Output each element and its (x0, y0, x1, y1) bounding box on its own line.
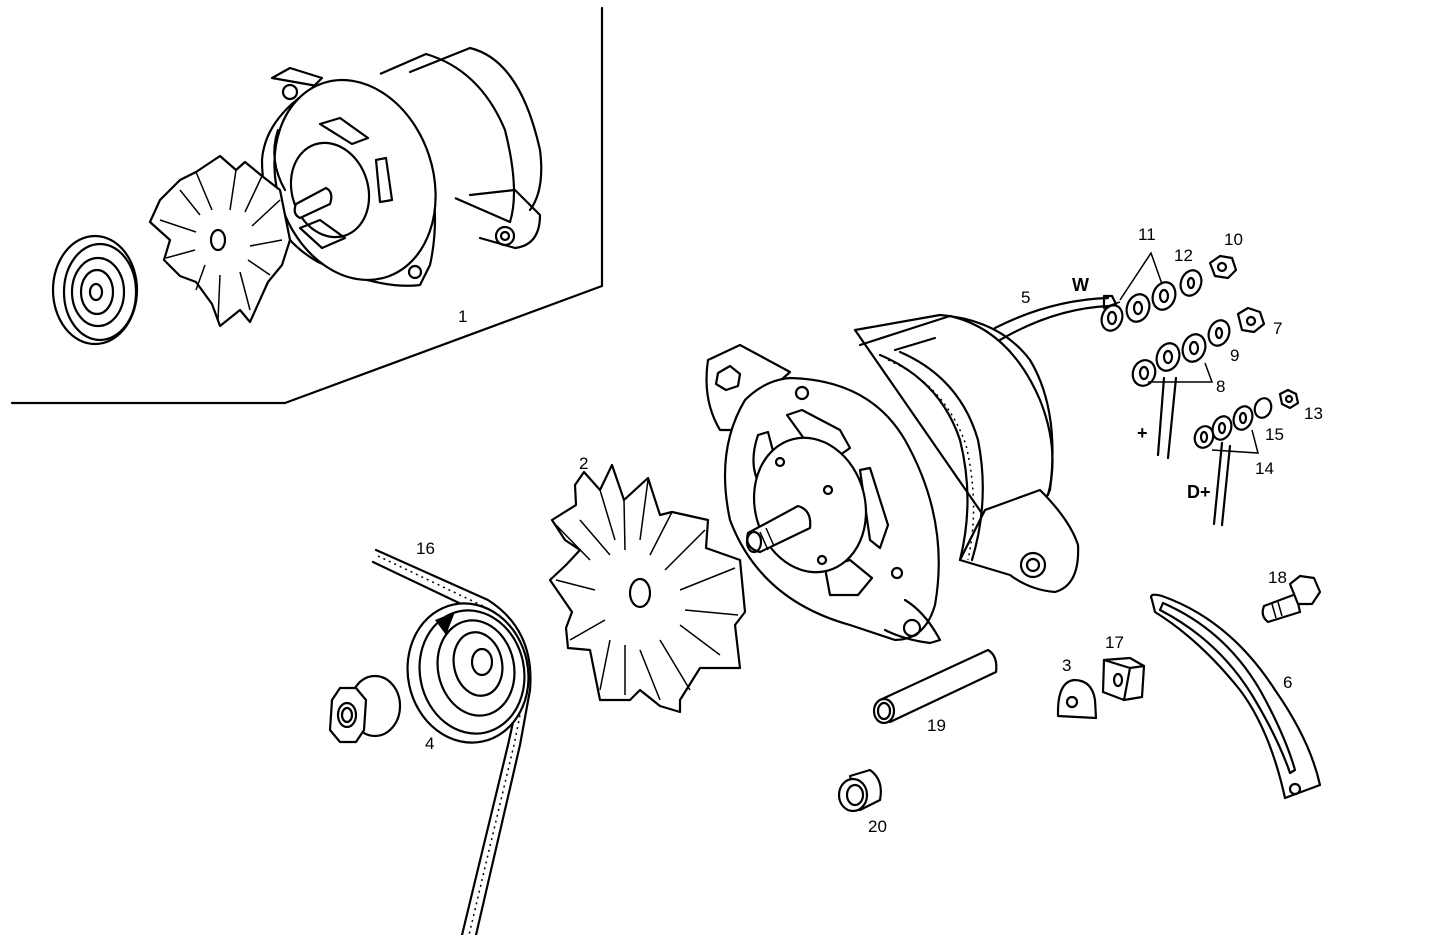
callout-10: 10 (1224, 230, 1243, 249)
wire-w-icon (993, 294, 1118, 342)
callout-6: 6 (1283, 673, 1293, 692)
callout-8: 8 (1216, 377, 1226, 396)
callout-14: 14 (1255, 459, 1274, 478)
terminal-label-d-plus: D+ (1187, 482, 1211, 502)
terminal-label-plus: + (1137, 423, 1148, 443)
callout-5: 5 (1021, 288, 1031, 307)
callout-18: 18 (1268, 568, 1287, 587)
w-terminal-hardware-icon (1100, 251, 1238, 332)
spacer-icon (1056, 678, 1098, 720)
callout-17: 17 (1105, 633, 1124, 652)
adjusting-strap-icon (1150, 593, 1322, 800)
plus-terminal-hardware-icon (1131, 306, 1266, 460)
callout-20: 20 (868, 817, 887, 836)
square-nut-icon (1101, 656, 1146, 702)
callout-12: 12 (1174, 246, 1193, 265)
callout-2: 2 (579, 454, 589, 473)
callout-1: 1 (458, 307, 468, 326)
pulley-nut-icon (328, 674, 402, 744)
callout-16: 16 (416, 539, 435, 558)
leader-line (1107, 301, 1121, 307)
bushing-icon (837, 768, 882, 813)
inset-pulley-icon (51, 234, 139, 346)
callout-15: 15 (1265, 425, 1284, 444)
bolt-icon (1261, 574, 1322, 624)
callout-7: 7 (1273, 319, 1283, 338)
callout-4: 4 (425, 734, 435, 753)
fan-icon (548, 463, 747, 714)
callout-3: 3 (1062, 656, 1072, 675)
terminal-label-w: W (1072, 275, 1089, 295)
pulley-icon (406, 602, 530, 744)
callout-9: 9 (1230, 346, 1240, 365)
sleeve-tube-icon (872, 648, 998, 725)
inset-frame (10, 6, 604, 405)
callout-11: 11 (1138, 225, 1156, 244)
d-plus-terminal-hardware-icon (1193, 388, 1300, 527)
alternator-body-icon (705, 313, 1080, 645)
callout-19: 19 (927, 716, 946, 735)
callout-13: 13 (1304, 404, 1323, 423)
inset-alternator-icon (260, 46, 543, 287)
inset-fan-icon (148, 154, 292, 328)
